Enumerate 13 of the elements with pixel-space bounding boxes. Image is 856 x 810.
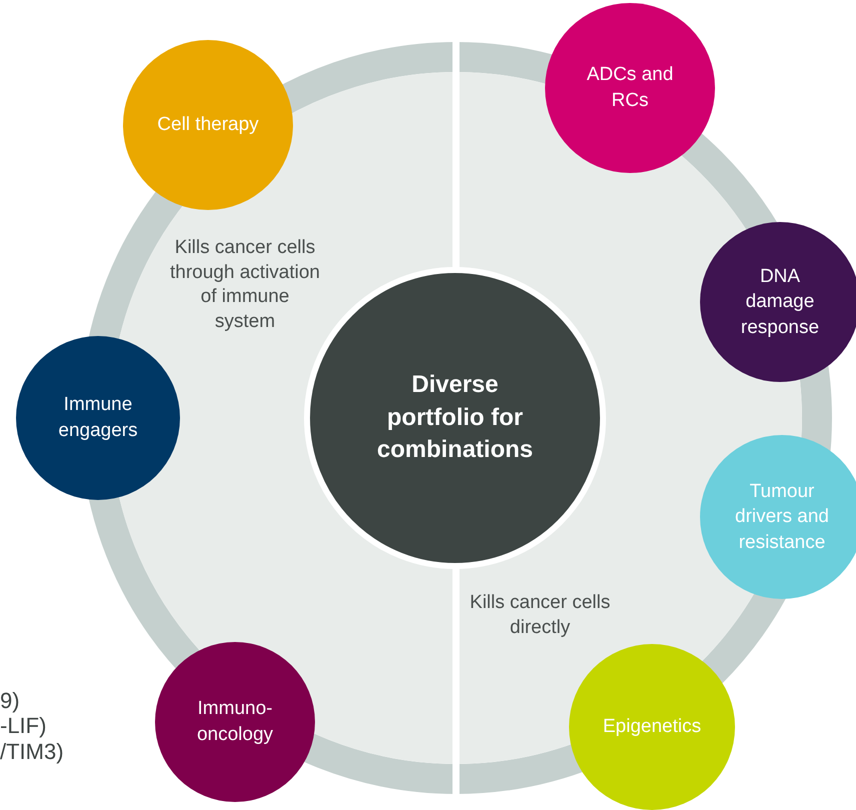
circle-label: Epigenetics <box>602 715 702 740</box>
circle-label: DNA damage response <box>740 264 820 340</box>
description-text: Kills cancer cells through activation of immune system <box>170 236 320 334</box>
cut-off-text: -LIF) <box>0 713 46 739</box>
cut-off-text: /TIM3) <box>0 739 64 765</box>
description-text: Kills cancer cells directly <box>468 591 612 640</box>
cut-off-text: 9) <box>0 688 20 714</box>
circle-label: ADCs and RCs <box>586 63 674 113</box>
circle-label: Immune engagers <box>57 393 139 443</box>
circle-label: Cell therapy <box>157 113 259 138</box>
circle-label: Diverse portfolio for combinations <box>376 370 534 466</box>
circle-label: Tumour drivers and resistance <box>734 480 830 555</box>
circle-label: Immuno-oncology <box>196 697 274 747</box>
